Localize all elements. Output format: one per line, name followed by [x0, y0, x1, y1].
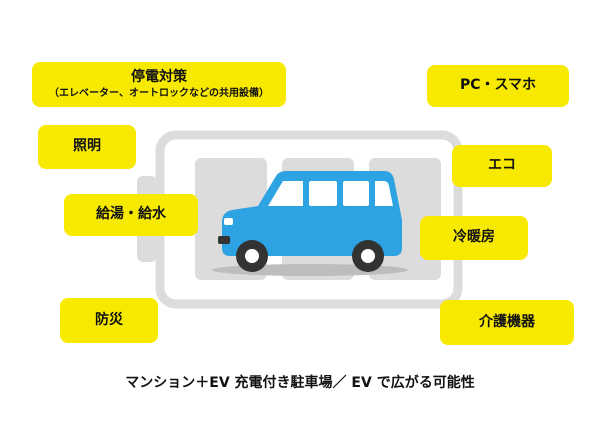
label-eco: エコ: [452, 145, 552, 187]
car-icon: [212, 171, 408, 276]
label-power-outage-title: 停電対策: [131, 68, 187, 85]
label-nursing-care-equipment-text: 介護機器: [479, 313, 535, 330]
label-disaster-prevention: 防災: [60, 298, 158, 343]
label-water-heating-text: 給湯・給水: [96, 206, 166, 223]
label-eco-text: エコ: [488, 157, 516, 174]
diagram-caption: マンション＋EV 充電付き駐車場／ EV で広がる可能性: [125, 375, 475, 391]
label-lighting: 照明: [38, 125, 136, 169]
label-pc-phone: PC・スマホ: [427, 65, 569, 107]
label-nursing-care-equipment: 介護機器: [440, 300, 574, 345]
label-air-conditioning: 冷暖房: [420, 216, 528, 260]
label-power-outage: 停電対策 （エレベーター、オートロックなどの共用設備）: [32, 62, 286, 107]
label-disaster-prevention-text: 防災: [95, 311, 123, 328]
label-power-outage-detail: （エレベーター、オートロックなどの共用設備）: [49, 88, 269, 99]
label-lighting-text: 照明: [73, 138, 101, 155]
label-air-conditioning-text: 冷暖房: [453, 229, 495, 246]
label-pc-phone-text: PC・スマホ: [459, 77, 537, 94]
label-water-heating: 給湯・給水: [64, 194, 198, 236]
